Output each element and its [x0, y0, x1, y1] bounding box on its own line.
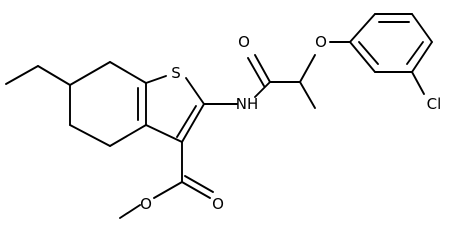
ether-oxygen-label: O	[315, 33, 327, 51]
ester-carbonyl-oxygen-label: O	[212, 195, 224, 213]
sulfur-label: S	[171, 64, 181, 82]
amide-oxygen-label: O	[238, 33, 250, 51]
bond-aryl-6-double	[358, 41, 379, 65]
bond-amide-c-o-a	[254, 54, 271, 83]
bond-aryl-cl	[411, 71, 425, 95]
bond-amide-c-o-b	[247, 57, 265, 87]
bond-ester-c-o-double-a	[181, 181, 211, 199]
bond-aryl-4-double	[406, 41, 424, 65]
bond-thio-c2-c3-double	[176, 105, 197, 138]
bond-ring-2	[109, 61, 147, 84]
bond-ester-c-o-double-b	[184, 175, 214, 193]
bond-aryl-4	[411, 41, 433, 73]
bond-ester-o-ch3	[119, 204, 141, 219]
amide-nitrogen-label: NH	[236, 95, 259, 113]
bond-ring-1	[69, 61, 111, 86]
bond-ch-ch3	[299, 81, 316, 109]
bond-ethyl-ch3	[5, 65, 39, 85]
molecule-drawing: S NH O O Cl O O	[5, 13, 442, 219]
bond-thio-c3-c3a	[145, 124, 183, 143]
bond-thio-s-c2	[185, 77, 205, 105]
chlorine-label: Cl	[427, 95, 442, 113]
ester-alkoxy-oxygen-label: O	[140, 195, 152, 213]
bond-ethyl-ch2	[37, 65, 71, 86]
bond-ring-4	[109, 124, 147, 147]
bond-nh-co	[254, 81, 271, 98]
bond-aryl-1	[349, 13, 376, 43]
bond-thio-c7a-s	[145, 75, 167, 84]
structure-diagram: S NH O O Cl O O	[5, 13, 442, 219]
bond-aryl-3	[411, 13, 433, 43]
bond-thio-c2-c3	[181, 103, 205, 143]
bond-ester-c-o	[153, 181, 183, 199]
bond-ch-o	[299, 54, 316, 83]
bond-aryl-6	[349, 41, 376, 73]
bond-ring-5	[69, 124, 111, 147]
